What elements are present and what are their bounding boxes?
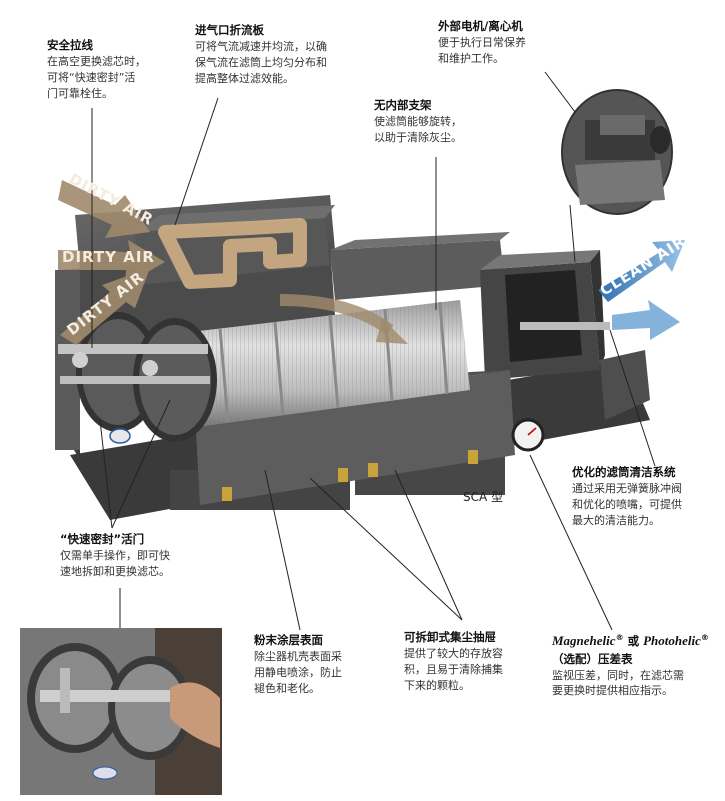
callout-cleaning: 优化的滤筒清洁系统 通过采用无弹簧脉冲阀 和优化的喷嘴，可提供 最大的清洁能力。	[572, 464, 682, 528]
callout-title: “快速密封”活门	[60, 532, 145, 546]
callout-line: 保气流在滤筒上均匀分布和	[195, 55, 327, 69]
registered-mark: ®	[615, 633, 624, 643]
callout-line: 要更换时提供相应指示。	[552, 684, 673, 698]
quick-seal-photo	[20, 628, 222, 795]
callout-no-support: 无内部支架 使滤筒能够旋转， 以助于清除灰尘。	[374, 97, 462, 146]
dirty-air-label-mid: DIRTY AIR	[62, 248, 155, 266]
callout-motor: 外部电机/离心机 便于执行日常保养 和维护工作。	[438, 18, 526, 67]
callout-line: 和优化的喷嘴，可提供	[572, 497, 682, 511]
callout-title: 粉末涂层表面	[254, 633, 323, 647]
title-or: 或	[623, 634, 644, 648]
callout-gauge: Magnehelic® 或 Photohelic® （选配）压差表 监视压差，同…	[552, 632, 709, 699]
brand-photohelic: Photohelic	[643, 633, 701, 648]
callout-powder-coat: 粉末涂层表面 除尘器机壳表面采 用静电喷涂，防止 褪色和老化。	[254, 632, 342, 696]
callout-title: 进气口折流板	[195, 23, 264, 37]
leader-lines	[91, 71, 656, 665]
callout-title: 安全拉线	[47, 38, 93, 52]
callout-line: 使滤筒能够旋转，	[374, 114, 462, 128]
clean-air-label: CLEAN AIR	[597, 232, 690, 299]
motor-inset	[561, 89, 673, 215]
callout-title: 无内部支架	[374, 98, 432, 112]
brand-magnehelic: Magnehelic	[552, 633, 616, 648]
callout-line: 门可靠栓住。	[47, 86, 113, 100]
callout-line: 通过采用无弹簧脉冲阀	[572, 481, 682, 495]
quick-seal-photo-art	[20, 628, 222, 795]
middle-housing	[330, 232, 510, 300]
callout-line: 速地拆卸和更换滤芯。	[60, 564, 170, 578]
callout-line: 仅需单手操作，即可快	[60, 548, 170, 562]
callout-line: 褪色和老化。	[254, 681, 320, 695]
registered-mark: ®	[700, 633, 709, 643]
inlet-baffle	[135, 205, 335, 289]
dirty-air-flow-internal	[279, 294, 408, 344]
callout-title: Magnehelic® 或 Photohelic®	[552, 632, 709, 651]
callout-line: 除尘器机壳表面采	[254, 649, 342, 663]
clean-air-arrows	[598, 240, 685, 340]
callout-line: 监视压差，同时，在滤芯需	[552, 668, 684, 682]
callout-line: 提高整体过滤效能。	[195, 71, 294, 85]
callout-baffle: 进气口折流板 可将气流减速并均流，以确 保气流在滤筒上均匀分布和 提高整体过滤效…	[195, 22, 327, 86]
callout-line: 以助于清除灰尘。	[374, 130, 462, 144]
drawer-latches	[222, 450, 478, 501]
callout-safety-cable: 安全拉线 在高空更换滤芯时， 可将“快速密封”活 门可靠栓住。	[47, 37, 146, 101]
callout-title-line2: （选配）压差表	[552, 651, 633, 666]
callout-line: 下来的颗粒。	[404, 678, 470, 692]
cleaning-pipe	[520, 322, 610, 330]
callout-quick-seal: “快速密封”活门 仅需单手操作，即可快 速地拆卸和更换滤芯。	[60, 531, 170, 580]
callout-line: 用静电喷涂，防止	[254, 665, 342, 679]
dirty-air-arrows	[58, 180, 165, 345]
quick-seal-doors	[58, 312, 217, 442]
callout-line: 可将气流减速并均流，以确	[195, 39, 327, 53]
brand-logo	[109, 428, 131, 444]
callout-line: 和维护工作。	[438, 51, 504, 65]
callout-line: 最大的清洁能力。	[572, 513, 660, 527]
handle-icon	[72, 352, 88, 368]
callout-title: 外部电机/离心机	[438, 19, 523, 33]
model-label: SCA 型	[463, 490, 504, 504]
callout-title: 可拆卸式集尘抽屉	[404, 630, 496, 644]
callout-line: 便于执行日常保养	[438, 35, 526, 49]
callout-line: 提供了较大的存放容	[404, 646, 503, 660]
motor-housing	[480, 250, 650, 420]
callout-drawer: 可拆卸式集尘抽屉 提供了较大的存放容 积，且易于清除捕集 下来的颗粒。	[404, 629, 503, 693]
callout-line: 可将“快速密封”活	[47, 70, 136, 84]
callout-title: 优化的滤筒清洁系统	[572, 465, 676, 479]
callout-line: 积，且易于清除捕集	[404, 662, 503, 676]
gauge-icon	[511, 418, 545, 452]
callout-line: 在高空更换滤芯时，	[47, 54, 146, 68]
